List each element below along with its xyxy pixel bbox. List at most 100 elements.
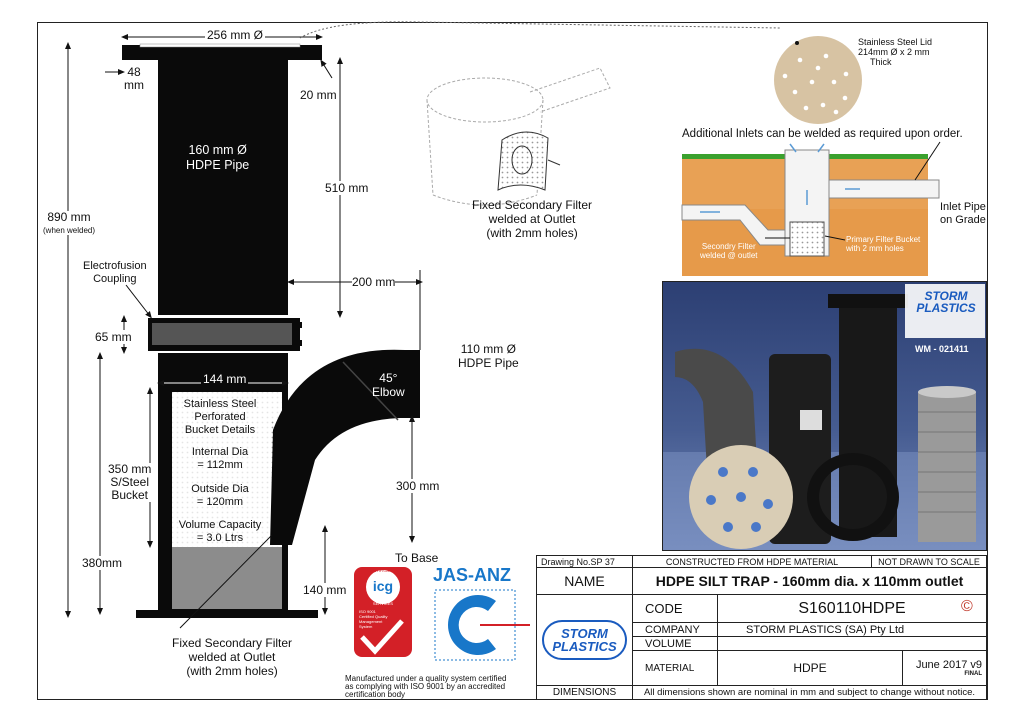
coupling-line2: Coupling bbox=[93, 273, 137, 285]
icg-top-label: CERTIFICATION bbox=[367, 568, 399, 573]
volume-value bbox=[717, 636, 987, 651]
material-label: MATERIAL bbox=[632, 650, 718, 686]
wall-48-unit: mm bbox=[124, 78, 144, 92]
secondary-filter-line2: welded @ outlet bbox=[700, 251, 758, 260]
height-890-label: 890 mm (when welded) bbox=[43, 210, 96, 235]
volume-label: VOLUME bbox=[632, 636, 718, 651]
elbow-label: 45°Elbow bbox=[372, 371, 405, 399]
main-pipe-line1: 160 mm Ø bbox=[188, 143, 247, 157]
volume-capacity-line1: Volume Capacity bbox=[178, 519, 262, 531]
icg-line4: System bbox=[359, 624, 373, 629]
icg-services-label: SERVICES bbox=[372, 601, 394, 606]
photo-brand-line2: PLASTICS bbox=[916, 301, 976, 315]
top-flange bbox=[122, 45, 322, 60]
main-pipe-line2: HDPE Pipe bbox=[186, 158, 250, 172]
bucket-details-line2: Perforated bbox=[194, 411, 246, 423]
base-plate bbox=[136, 610, 318, 618]
height-350-line1: 350 mm bbox=[108, 462, 152, 476]
final-label: FINAL bbox=[964, 671, 982, 677]
date-cell: June 2017 v9 FINAL bbox=[902, 650, 987, 686]
name-value: HDPE SILT TRAP - 160mm dia. x 110mm outl… bbox=[632, 567, 987, 595]
height-350-line2: S/Steel bbox=[110, 475, 150, 489]
dimensions-value: All dimensions shown are nominal in mm a… bbox=[632, 685, 987, 700]
lip-20-label: 20 mm bbox=[300, 88, 337, 102]
code-label: CODE bbox=[632, 594, 718, 623]
dimensions-label: DIMENSIONS bbox=[536, 685, 633, 700]
height-890-value: 890 mm bbox=[47, 210, 91, 224]
volume-capacity-label: Volume Capacity= 3.0 Ltrs bbox=[172, 519, 268, 545]
height-350-line3: Bucket bbox=[111, 488, 149, 502]
date-value: June 2017 v9 bbox=[915, 659, 982, 671]
height-300-label: 300 mm bbox=[396, 479, 440, 493]
title-block: Drawing No.SP 37 CONSTRUCTED FROM HDPE M… bbox=[536, 555, 987, 700]
outlet-pipe-line1: 110 mm Ø bbox=[460, 342, 516, 356]
icg-line1: ISO 9001 bbox=[359, 609, 376, 614]
drawing-frame bbox=[37, 22, 988, 700]
copyright-mark: © bbox=[961, 598, 973, 615]
sketch-filter-line3: (with 2mm holes) bbox=[486, 226, 578, 240]
elbow-line2: Elbow bbox=[372, 385, 405, 399]
bottom-filter-line1: Fixed Secondary Filter bbox=[172, 636, 293, 650]
elbow-line1: 45° bbox=[379, 371, 398, 385]
bucket-details-line1: Stainless Steel bbox=[183, 398, 257, 410]
wall-48-value: 48 bbox=[127, 65, 141, 79]
company-value: STORM PLASTICS (SA) Pty Ltd bbox=[717, 622, 987, 637]
material-value: HDPE bbox=[717, 650, 903, 686]
lid-label-line3: Thick bbox=[870, 57, 892, 67]
height-140-label: 140 mm bbox=[303, 583, 347, 597]
height-65-label: 65 mm bbox=[95, 330, 132, 344]
primary-filter-line2: with 2 mm holes bbox=[846, 244, 904, 253]
inlet-pipe-line2: on Grade bbox=[940, 214, 986, 226]
width-200-label: 200 mm bbox=[352, 275, 396, 289]
cert-note: Manufactured under a quality system cert… bbox=[345, 675, 506, 699]
elbow-45 bbox=[270, 349, 420, 545]
additional-inlets-note: Additional Inlets can be welded as requi… bbox=[682, 128, 963, 140]
outside-dia-line1: Outside Dia bbox=[191, 483, 249, 495]
outlet-pipe-line2: HDPE Pipe bbox=[458, 356, 519, 370]
photo-brand-line1: STORM bbox=[924, 289, 968, 303]
sketch-filter-line2: welded at Outlet bbox=[488, 212, 576, 226]
outside-dia-line2: = 120mm bbox=[196, 496, 244, 508]
primary-filter-line1: Primary Filter Bucket bbox=[846, 235, 921, 244]
lid-label-line2: 214mm Ø x 2 mm bbox=[858, 47, 930, 57]
inlet-pipe-line1: Inlet Pipe bbox=[940, 201, 986, 213]
height-510-label: 510 mm bbox=[325, 181, 369, 195]
height-890-note: (when welded) bbox=[43, 226, 96, 235]
cert-note-line1: Manufactured under a quality system cert… bbox=[345, 674, 507, 683]
internal-dia-label: Internal Dia= 112mm bbox=[172, 446, 268, 472]
code-value: S160110HDPE bbox=[717, 594, 987, 623]
main-pipe bbox=[158, 60, 288, 315]
secondary-filter-line1: Secondry Filter bbox=[701, 242, 756, 251]
icg-line2: Certified Quality bbox=[359, 614, 388, 619]
internal-dia-line2: = 112mm bbox=[197, 459, 243, 471]
name-label: NAME bbox=[536, 567, 633, 595]
company-label: COMPANY bbox=[632, 622, 718, 637]
bottom-filter-line3: (with 2mm holes) bbox=[186, 664, 278, 678]
coupling-line1: Electrofusion bbox=[83, 260, 147, 272]
bucket-details-line3: Bucket Details bbox=[184, 424, 256, 436]
sketch-filter-line1: Fixed Secondary Filter bbox=[472, 198, 593, 212]
bucket-details-label: Stainless Steel Perforated Bucket Detail… bbox=[172, 398, 268, 437]
bucket-144-label: 144 mm bbox=[201, 372, 249, 386]
photo-code: WM - 021411 bbox=[915, 344, 969, 354]
cert-note-line2: as complying with ISO 9001 by an accredi… bbox=[345, 682, 506, 691]
icg-line3: Management bbox=[359, 619, 383, 624]
internal-dia-line1: Internal Dia bbox=[191, 446, 249, 458]
lid-label-line1: Stainless Steel Lid bbox=[858, 37, 933, 47]
